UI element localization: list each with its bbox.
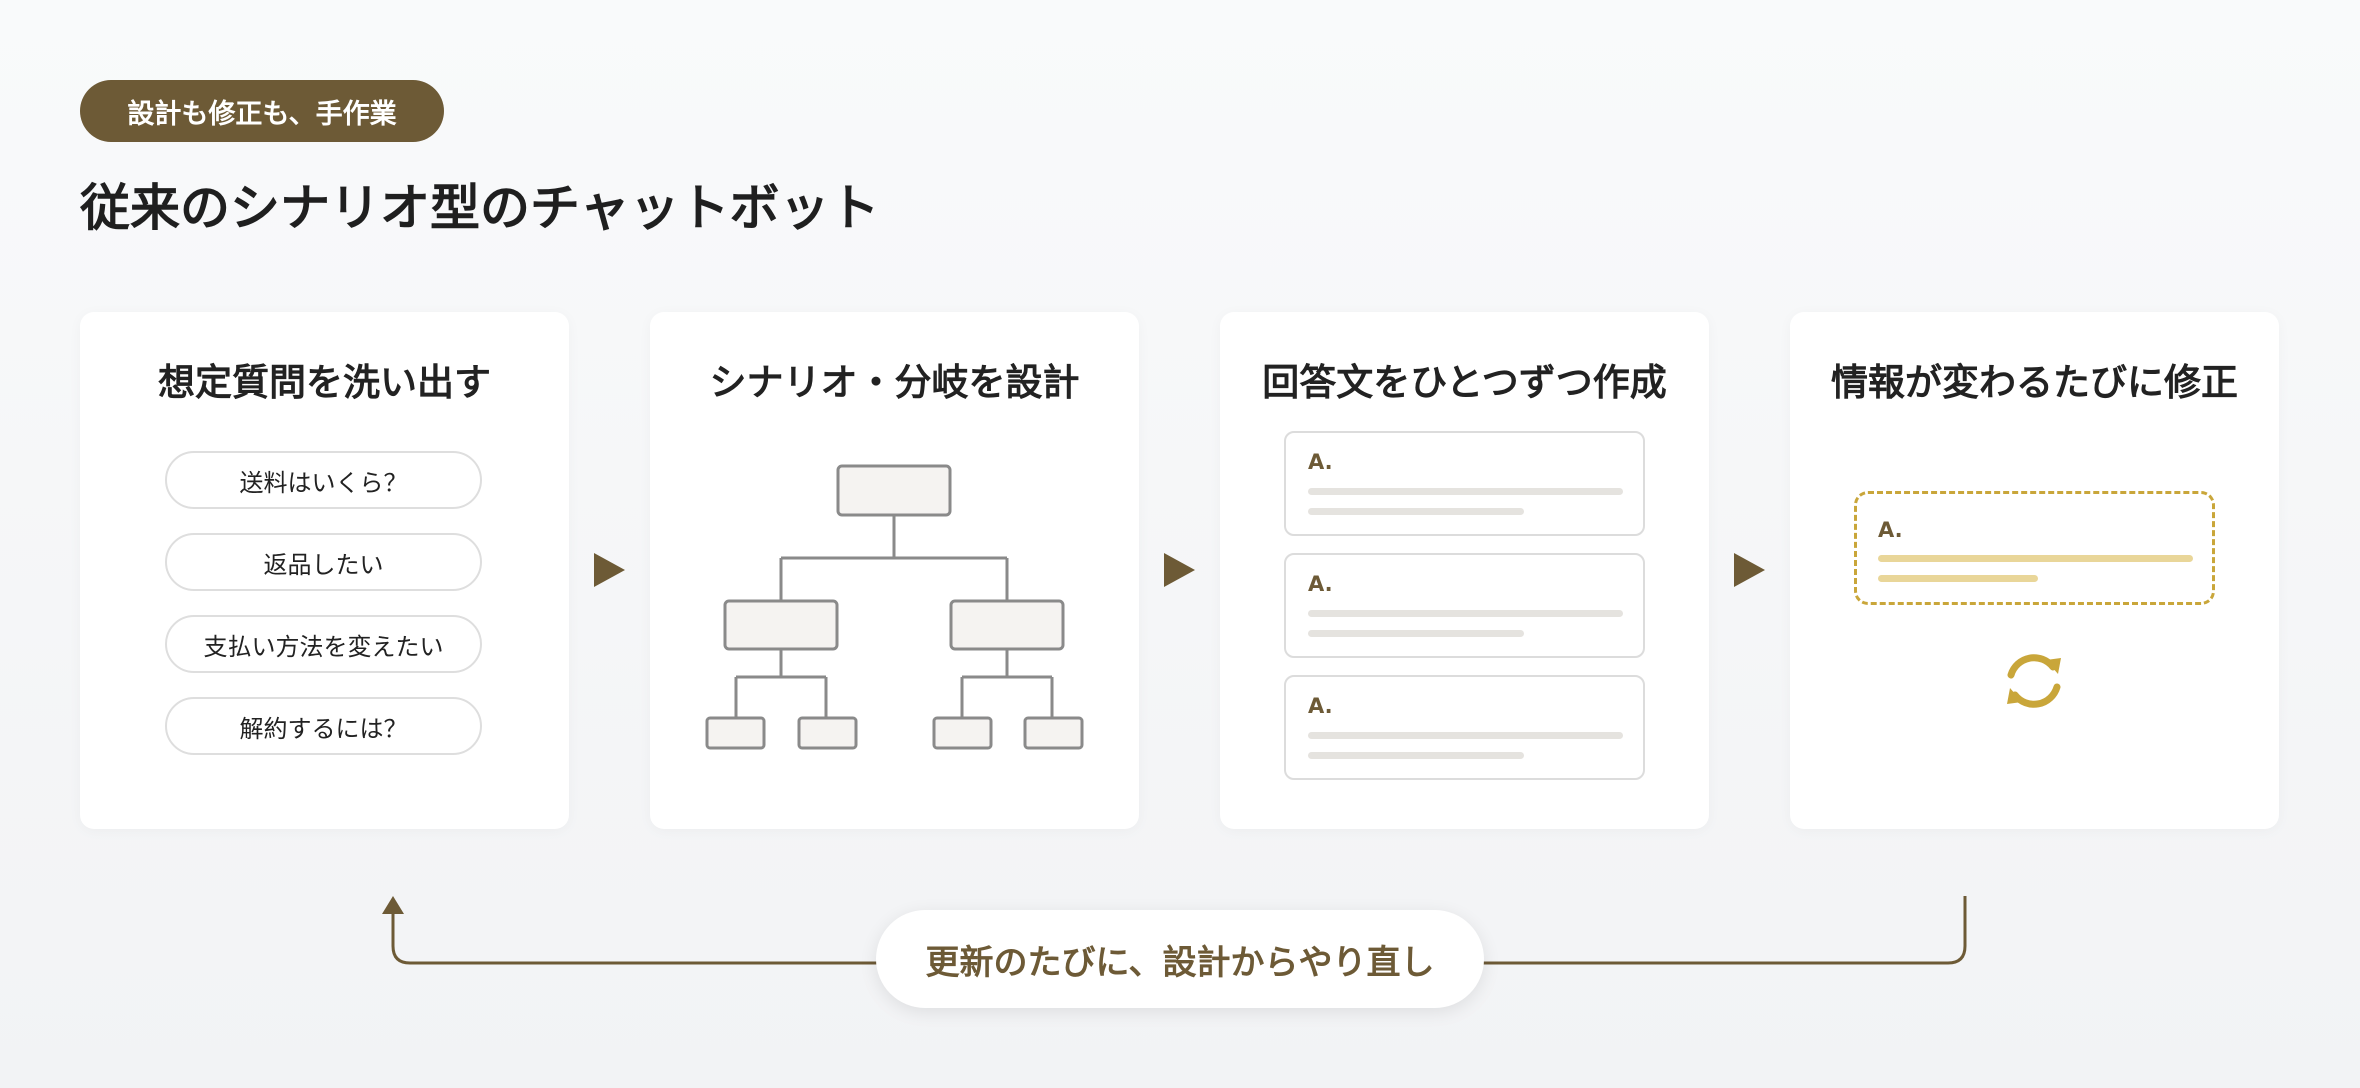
text-placeholder-line [1308,508,1524,515]
answer-label: A. [1308,694,1333,718]
step-title: 情報が変わるたびに修正 [1831,361,2238,404]
text-placeholder-line [1308,752,1524,759]
play-triangle-icon [1164,553,1195,587]
text-placeholder-line [1308,630,1524,637]
step-title: シナリオ・分岐を設計 [709,361,1080,404]
step-card-3: 回答文をひとつずつ作成 A. A. A. [1220,312,1709,829]
step-title: 回答文をひとつずつ作成 [1262,361,1667,404]
step-card-4: 情報が変わるたびに修正 A. [1790,312,2279,829]
text-placeholder-line [1878,555,2193,562]
answer-card: A. [1284,675,1645,780]
answer-card: A. [1284,431,1645,536]
play-triangle-icon [594,553,625,587]
answer-label: A. [1308,572,1333,596]
question-pill: 解約するには？ [165,697,482,755]
text-placeholder-line [1308,610,1623,617]
answer-label: A. [1878,518,1903,542]
page-title: 従来のシナリオ型のチャットボット [80,179,880,237]
question-pill: 送料はいくら？ [165,451,482,509]
text-placeholder-line [1878,575,2038,582]
answer-label: A. [1308,450,1333,474]
tree-diagram-icon [705,464,1084,750]
refresh-icon [2007,654,2061,708]
answer-card: A. [1284,553,1645,658]
text-placeholder-line [1308,732,1623,739]
text-placeholder-line [1308,488,1623,495]
step-title: 想定質問を洗い出す [158,361,491,404]
play-triangle-icon [1734,553,1765,587]
step-card-1: 想定質問を洗い出す 送料はいくら？ 返品したい 支払い方法を変えたい 解約するに… [80,312,569,829]
updated-answer-card: A. [1854,491,2215,605]
loop-label: 更新のたびに、設計からやり直し [876,910,1484,1008]
header-badge: 設計も修正も、手作業 [80,80,444,142]
step-card-2: シナリオ・分岐を設計 [650,312,1139,829]
question-pill: 支払い方法を変えたい [165,615,482,673]
question-pill: 返品したい [165,533,482,591]
